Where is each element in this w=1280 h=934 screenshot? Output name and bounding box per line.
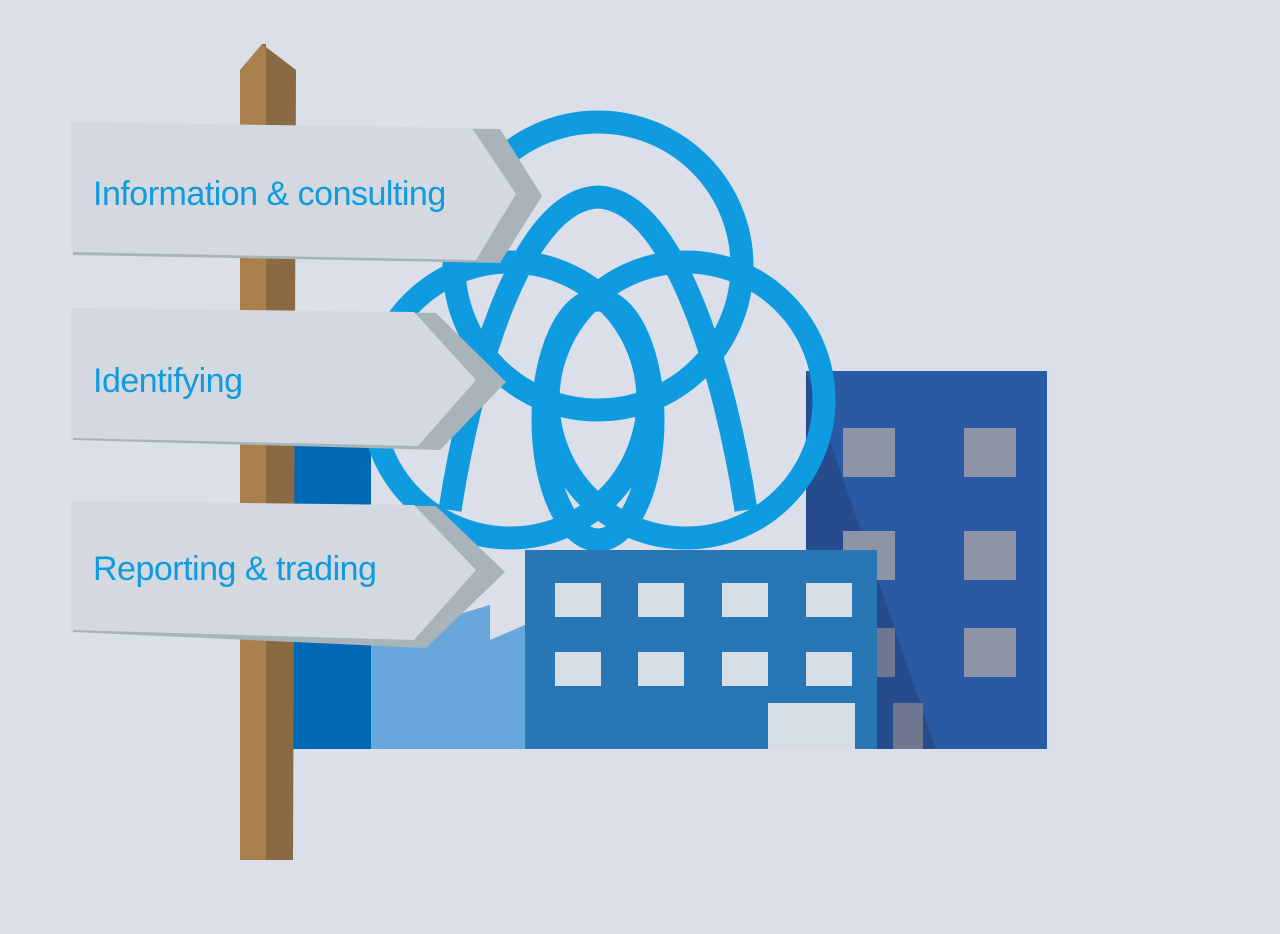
window [806, 652, 852, 686]
sign-label: Reporting & trading [93, 550, 376, 588]
sign-reporting-trading[interactable]: Reporting & trading [71, 501, 505, 648]
window [638, 652, 684, 686]
window [722, 652, 768, 686]
window [555, 583, 601, 617]
sign-label: Identifying [93, 362, 243, 400]
window [722, 583, 768, 617]
door [893, 703, 923, 749]
door [768, 703, 855, 749]
sign-information-consulting[interactable]: Information & consulting [71, 122, 542, 263]
building-mid-blue [525, 550, 877, 749]
window [638, 583, 684, 617]
window [555, 652, 601, 686]
window [843, 428, 895, 477]
sign-identifying[interactable]: Identifying [71, 308, 506, 450]
thyssenkrupp-logo-icon [360, 110, 836, 552]
sign-label: Information & consulting [93, 175, 446, 213]
window [964, 531, 1016, 580]
window [964, 428, 1016, 477]
window [806, 583, 852, 617]
signpost-icon: Information & consulting Identifying Rep… [71, 44, 542, 860]
window [964, 628, 1016, 677]
